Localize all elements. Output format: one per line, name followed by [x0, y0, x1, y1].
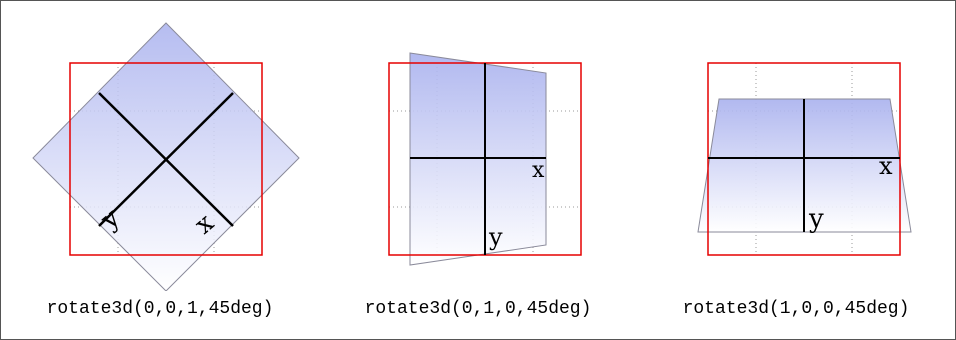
panel-rotate-y: x y rotate3d(0,1,0,45deg) — [319, 1, 637, 339]
axes — [708, 99, 900, 232]
caption-rotate-y: rotate3d(0,1,0,45deg) — [364, 299, 592, 319]
axes — [410, 63, 546, 255]
x-axis-label: x — [879, 152, 893, 180]
caption-rotate-z: rotate3d(0,0,1,45deg) — [46, 299, 274, 319]
rotation-y-illustration: x y — [388, 52, 582, 266]
x-axis-label: x — [532, 158, 545, 183]
rotated-axes — [98, 92, 234, 227]
panel-rotate-z: y x rotate3d(0,0,1,45deg) — [1, 1, 319, 339]
panel-rotate-x: x y rotate3d(1,0,0,45deg) — [637, 1, 955, 339]
y-axis-label: y — [808, 204, 824, 234]
y-axis-label: y — [488, 223, 503, 251]
reference-square — [69, 62, 263, 256]
rotation-z-illustration: y x — [32, 22, 300, 291]
rotation-x-illustration: x y — [697, 62, 912, 256]
caption-rotate-x: rotate3d(1,0,0,45deg) — [682, 299, 910, 319]
